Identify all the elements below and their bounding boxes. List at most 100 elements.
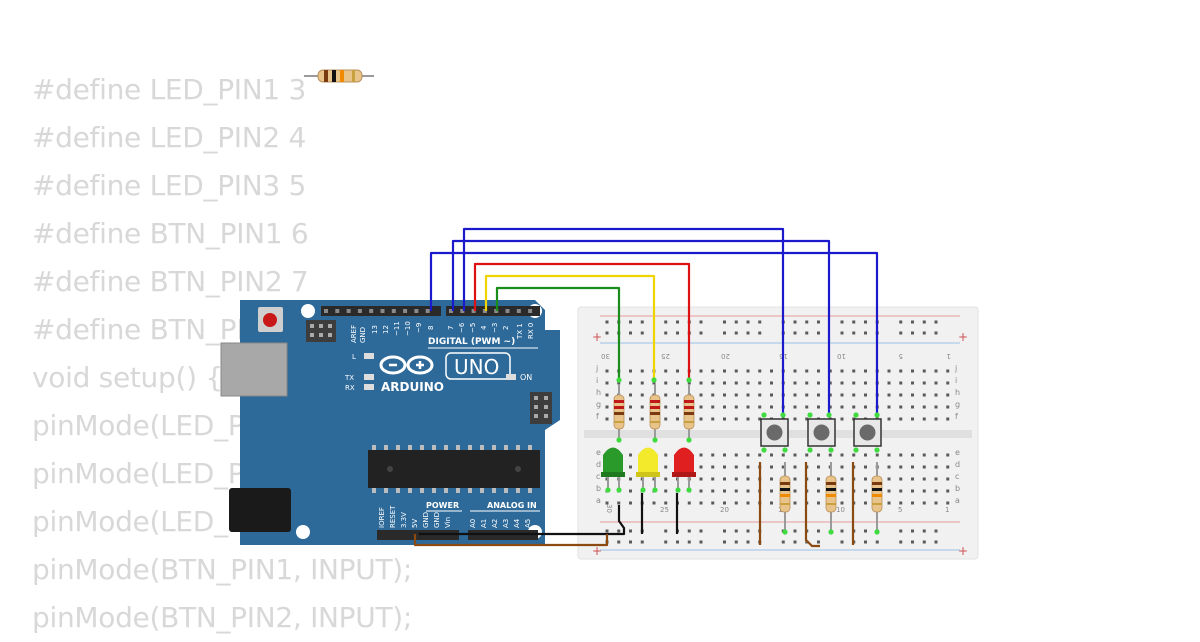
breadboard-hole — [770, 477, 773, 481]
breadboard-hole — [864, 489, 867, 493]
floating-resistor[interactable] — [304, 69, 374, 83]
wire-blue-pin6[interactable] — [462, 227, 785, 415]
breadboard-hole — [711, 453, 715, 457]
breadboard-hole — [629, 489, 632, 493]
breadboard-hole — [723, 465, 726, 469]
wire-blue-pin8[interactable] — [429, 251, 879, 415]
breadboard-hole — [640, 405, 644, 409]
breadboard-hole — [605, 501, 609, 505]
push-button-1[interactable] — [760, 418, 789, 447]
power-pin-label: GND — [422, 512, 430, 528]
breadboard-hole — [911, 393, 914, 397]
breadboard-hole — [746, 393, 750, 397]
breadboard-hole — [828, 381, 832, 385]
pin-label-aref: AREF — [350, 325, 358, 343]
wire-blue-pin7[interactable] — [451, 239, 831, 415]
header-pin — [346, 309, 351, 313]
breadboard-hole — [664, 381, 668, 385]
pulldown-resistor-3[interactable] — [871, 462, 883, 532]
chip-leg — [528, 488, 532, 493]
chip-leg — [432, 445, 436, 450]
led-resistor-2[interactable] — [649, 384, 661, 440]
bb-row-letter: g — [955, 400, 960, 409]
led-green[interactable] — [601, 447, 625, 491]
breadboard-hole — [664, 453, 668, 457]
breadboard-hole — [887, 381, 891, 385]
breadboard-hole — [664, 393, 668, 397]
breadboard-hole — [934, 369, 938, 373]
connection-dot — [686, 377, 692, 383]
pulldown-resistor-1[interactable] — [779, 462, 791, 532]
bb-row-letter: e — [596, 448, 601, 457]
breadboard-hole — [793, 369, 797, 373]
breadboard-hole — [793, 489, 797, 493]
breadboard-hole — [640, 381, 644, 385]
breadboard-hole — [934, 417, 938, 421]
breadboard-hole — [922, 489, 926, 493]
breadboard-hole — [605, 405, 609, 409]
wire-green-pin3[interactable] — [495, 286, 621, 380]
breadboard-hole — [699, 489, 703, 493]
rail-hole — [899, 320, 903, 324]
push-button-3[interactable] — [853, 418, 882, 447]
breadboard-hole — [864, 381, 867, 385]
breadboard-hole — [770, 489, 773, 493]
breadboard-hole — [922, 501, 926, 505]
led-yellow[interactable] — [636, 447, 660, 491]
rail-hole — [817, 540, 820, 544]
breadboard-hole — [864, 465, 867, 469]
wire-yellow-pin4[interactable] — [484, 274, 656, 380]
on-label: ON — [520, 373, 532, 382]
connection-dot — [640, 487, 646, 493]
reset-button-cap[interactable] — [263, 313, 277, 327]
breadboard-hole — [899, 477, 903, 481]
breadboard-hole — [946, 369, 950, 373]
breadboard-hole — [746, 465, 750, 469]
code-line: void setup() { — [32, 361, 223, 394]
breadboard-hole — [852, 453, 856, 457]
rail-hole — [817, 529, 820, 533]
breadboard-hole — [864, 405, 867, 409]
chip-leg — [504, 488, 508, 493]
header-pin — [335, 309, 340, 313]
breadboard-hole — [911, 417, 914, 421]
breadboard-hole — [629, 393, 632, 397]
breadboard-hole — [664, 501, 668, 505]
breadboard-hole — [805, 405, 809, 409]
rail-hole — [922, 540, 926, 544]
pin-label: ~11 — [393, 321, 401, 336]
breadboard-hole — [946, 465, 950, 469]
rail-hole — [899, 331, 903, 335]
wire-brown-5v[interactable] — [413, 534, 609, 547]
breadboard-hole — [922, 453, 926, 457]
breadboard-hole — [817, 381, 820, 385]
led-resistor-3[interactable] — [683, 384, 695, 440]
rail-hole — [875, 540, 879, 544]
header-pin — [505, 309, 510, 313]
pin-label: ~9 — [415, 323, 423, 333]
breadboard-hole — [605, 393, 609, 397]
breadboard-hole — [946, 417, 950, 421]
led-resistor-1[interactable] — [613, 384, 625, 440]
breadboard-hole — [828, 369, 832, 373]
breadboard-hole — [899, 417, 903, 421]
header-pin — [391, 309, 396, 313]
breadboard-hole — [793, 405, 797, 409]
breadboard-hole — [699, 393, 703, 397]
breadboard-hole — [840, 381, 844, 385]
breadboard-hole — [887, 465, 891, 469]
led-red[interactable] — [672, 447, 696, 491]
pulldown-resistor-2[interactable] — [825, 462, 837, 532]
rail-hole — [664, 320, 668, 324]
chip-leg — [408, 488, 412, 493]
wire-brown-btn2[interactable] — [804, 462, 820, 548]
breadboard-hole — [770, 405, 773, 409]
breadboard-hole — [946, 405, 950, 409]
wire-black-gnd[interactable] — [419, 505, 626, 536]
rail-hole — [676, 331, 679, 335]
arduino-uno-board[interactable]: AREF GND 13 12 ~11 ~10 ~9 8 7 ~6 ~5 4 ~3… — [220, 300, 560, 545]
push-button-2[interactable] — [807, 418, 836, 447]
bb-col-num-top: 5 — [899, 352, 903, 360]
wire-red-pin5[interactable] — [473, 262, 691, 380]
